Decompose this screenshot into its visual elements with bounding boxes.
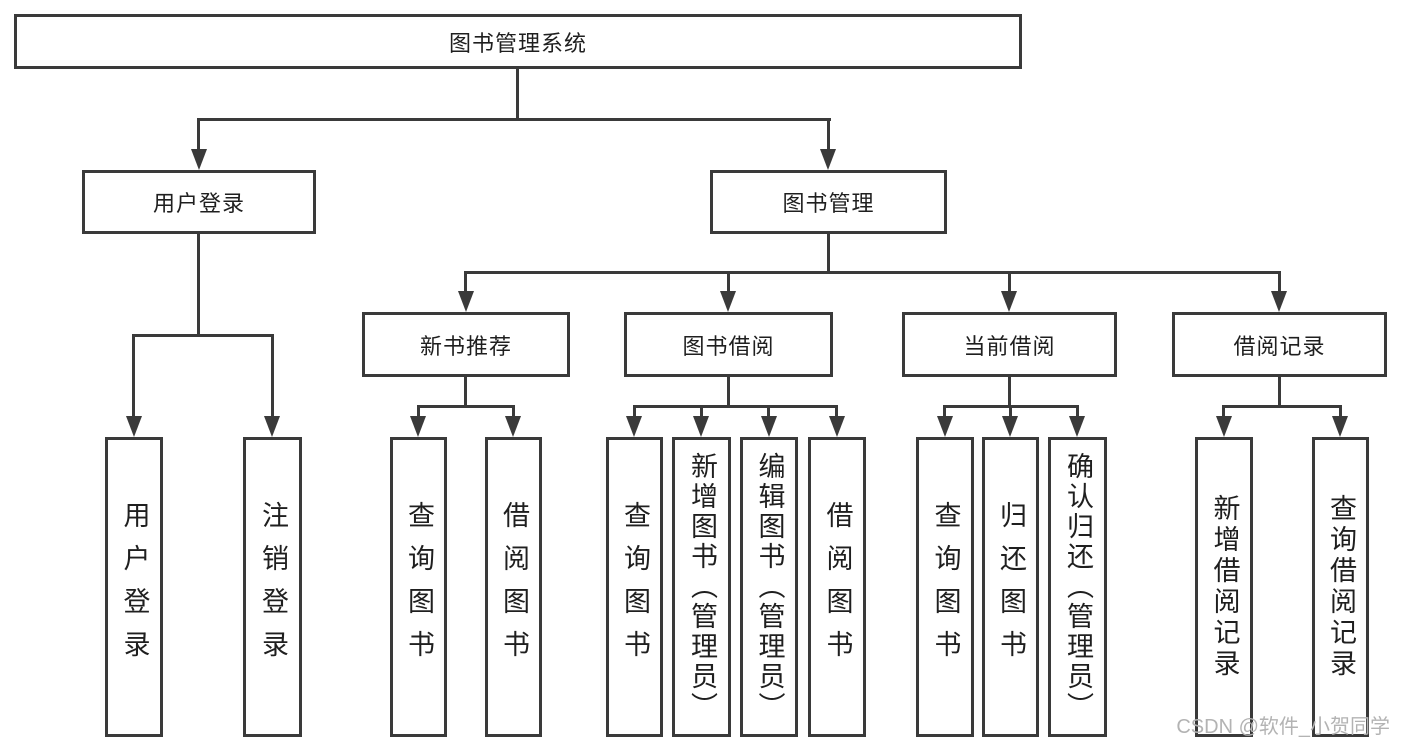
node-book-borrow: 图书借阅 xyxy=(624,312,833,377)
arrow-stem-section-2 xyxy=(727,271,730,293)
leaf-add-borrow-record-label: 新增借阅记录 xyxy=(1209,494,1240,680)
node-current-borrow-label: 当前借阅 xyxy=(963,333,1056,359)
node-root: 图书管理系统 xyxy=(14,14,1022,69)
arrow-stem-s4-c2 xyxy=(1339,405,1342,418)
arrowhead-s2-c3 xyxy=(761,416,777,437)
connector-s2-hline xyxy=(633,405,838,408)
arrow-stem-section-1 xyxy=(464,271,467,293)
connector-root-stem xyxy=(516,68,519,121)
arrow-stem-s2-c4 xyxy=(835,405,838,418)
connector-root-hline xyxy=(197,118,831,121)
arrowhead-s2-c1 xyxy=(626,416,642,437)
arrow-stem-s3-c2 xyxy=(1009,405,1012,418)
arrow-stem-s4-c1 xyxy=(1222,405,1225,418)
arrowhead-section-1 xyxy=(458,291,474,312)
leaf-query-books-2: 查询图书 xyxy=(606,437,663,737)
node-current-borrow: 当前借阅 xyxy=(902,312,1117,377)
node-user-login-label: 用户登录 xyxy=(152,191,245,216)
node-borrow-records: 借阅记录 xyxy=(1172,312,1387,377)
arrow-stem-section-4 xyxy=(1278,271,1281,293)
arrow-stem-s2-c2 xyxy=(700,405,703,418)
node-book-management: 图书管理 xyxy=(710,170,947,234)
watermark: CSDN @软件_小贺同学 xyxy=(1176,716,1390,738)
arrow-stem-leaf-login xyxy=(132,334,135,417)
arrow-stem-s2-c1 xyxy=(633,405,636,418)
arrowhead-s2-c4 xyxy=(829,416,845,437)
connector-userlogin-hline xyxy=(132,334,274,337)
connector-s4-stem xyxy=(1278,377,1281,408)
arrow-stem-s3-c3 xyxy=(1076,405,1079,418)
leaf-add-borrow-record: 新增借阅记录 xyxy=(1195,437,1253,737)
node-book-borrow-label: 图书借阅 xyxy=(682,333,775,359)
arrowhead-s1-c2 xyxy=(505,416,521,437)
arrowhead-s3-c1 xyxy=(937,416,953,437)
node-book-management-label: 图书管理 xyxy=(782,191,875,216)
connector-s3-stem xyxy=(1008,377,1011,408)
arrow-stem-s1-c2 xyxy=(512,405,515,418)
leaf-borrow-books-2-label: 借阅图书 xyxy=(822,501,853,673)
leaf-return-books: 归还图书 xyxy=(982,437,1039,737)
leaf-borrow-books-1-label: 借阅图书 xyxy=(499,501,529,673)
leaf-logout: 注销登录 xyxy=(243,437,302,737)
arrowhead-s2-c2 xyxy=(693,416,709,437)
arrow-stem-s3-c1 xyxy=(943,405,946,418)
arrowhead-section-2 xyxy=(720,291,736,312)
leaf-query-borrow-record: 查询借阅记录 xyxy=(1312,437,1369,737)
arrowhead-s4-c1 xyxy=(1216,416,1232,437)
connector-userlogin-stem xyxy=(197,233,200,337)
arrowhead-s1-c1 xyxy=(410,416,426,437)
arrowhead-leaf-login xyxy=(126,416,142,437)
leaf-query-borrow-record-label: 查询借阅记录 xyxy=(1326,494,1356,680)
leaf-return-books-label: 归还图书 xyxy=(996,501,1026,673)
leaf-edit-book-admin: 编辑图书（管理员） xyxy=(740,437,798,737)
arrow-stem-leaf-logout xyxy=(271,334,274,417)
arrow-stem-s2-c3 xyxy=(767,405,770,418)
arrowhead-user-login xyxy=(191,149,207,170)
node-root-label: 图书管理系统 xyxy=(448,30,587,56)
arrow-stem-user-login xyxy=(197,118,200,151)
node-borrow-records-label: 借阅记录 xyxy=(1233,333,1326,359)
leaf-query-books-3-label: 查询图书 xyxy=(930,501,961,673)
connector-bookmgmt-hline xyxy=(464,271,1281,274)
leaf-query-books-2-label: 查询图书 xyxy=(620,501,650,673)
leaf-borrow-books-2: 借阅图书 xyxy=(808,437,866,737)
leaf-borrow-books-1: 借阅图书 xyxy=(485,437,542,737)
connector-s1-hline xyxy=(417,405,515,408)
arrowhead-s4-c2 xyxy=(1332,416,1348,437)
leaf-logout-label: 注销登录 xyxy=(258,501,288,673)
arrowhead-s3-c2 xyxy=(1002,416,1018,437)
arrowhead-book-mgmt xyxy=(820,149,836,170)
leaf-user-login: 用户登录 xyxy=(105,437,163,737)
connector-bookmgmt-stem xyxy=(827,233,830,274)
arrow-stem-s1-c1 xyxy=(417,405,420,418)
leaf-query-books-1-label: 查询图书 xyxy=(404,501,434,673)
leaf-query-books-3: 查询图书 xyxy=(916,437,974,737)
leaf-add-book-admin: 新增图书（管理员） xyxy=(672,437,731,737)
leaf-add-book-admin-label: 新增图书（管理员） xyxy=(687,452,717,722)
arrowhead-leaf-logout xyxy=(264,416,280,437)
leaf-query-books-1: 查询图书 xyxy=(390,437,447,737)
arrowhead-section-4 xyxy=(1271,291,1287,312)
node-new-book-recommend-label: 新书推荐 xyxy=(419,333,512,359)
arrow-stem-book-mgmt xyxy=(827,118,830,151)
leaf-user-login-label: 用户登录 xyxy=(119,501,150,673)
arrowhead-s3-c3 xyxy=(1069,416,1085,437)
leaf-edit-book-admin-label: 编辑图书（管理员） xyxy=(754,452,785,722)
arrowhead-section-3 xyxy=(1001,291,1017,312)
node-new-book-recommend: 新书推荐 xyxy=(362,312,570,377)
leaf-confirm-return-admin-label: 确认归还（管理员） xyxy=(1063,452,1093,722)
connector-s1-stem xyxy=(464,377,467,408)
node-user-login: 用户登录 xyxy=(82,170,316,234)
connector-s4-hline xyxy=(1222,405,1342,408)
leaf-confirm-return-admin: 确认归还（管理员） xyxy=(1048,437,1107,737)
arrow-stem-section-3 xyxy=(1008,271,1011,293)
connector-s2-stem xyxy=(727,377,730,408)
